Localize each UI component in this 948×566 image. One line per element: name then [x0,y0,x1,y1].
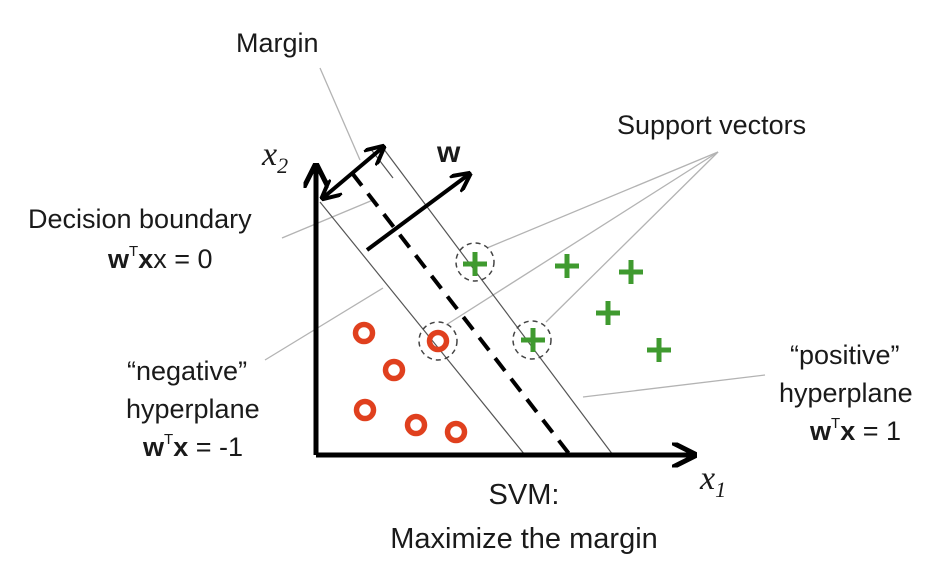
support-vector-ring [455,242,495,282]
positive-point [647,338,671,362]
caption-line-2: Maximize the margin [390,523,658,555]
negative-point [444,420,468,444]
x2-axis-label: x2 [261,136,288,178]
decision-boundary-line [350,171,572,457]
negative-hyperplane-equation: wTx = -1 [142,431,243,462]
decision-boundary-equation: wTxx = 0 [107,243,213,274]
negative-point [352,321,376,345]
leader-sv-2 [445,151,719,326]
positive-points [463,252,671,362]
w-vector-arrow [365,175,468,252]
w-vector-label: w [436,136,461,169]
positive-hyperplane-label: hyperplane [779,378,913,408]
leader-positive-hyperplane [582,374,766,398]
x1-axis-label: x1 [699,460,726,502]
negative-point [353,398,377,422]
negative-point [382,358,406,382]
leader-sv-3 [545,151,719,323]
decision-boundary-label: Decision boundary [28,204,252,234]
margin-label: Margin [236,28,319,58]
negative-quoted-label: “negative” [127,356,247,386]
positive-point [555,254,579,278]
negative-points [352,321,468,444]
leader-decision-boundary [281,199,374,239]
positive-point [596,301,620,325]
support-vector-ring [418,321,458,361]
leader-sv-1 [486,151,719,249]
positive-point [521,328,545,352]
negative-point [404,413,428,437]
margin-extension-line [369,147,394,179]
positive-point [619,260,643,284]
negative-point [426,329,450,353]
positive-hyperplane-equation: wTx = 1 [809,415,901,446]
leader-negative-hyperplane [264,287,384,361]
negative-hyperplane-label: hyperplane [126,394,260,424]
positive-point [463,252,487,276]
negative-hyperplane-line [319,201,526,456]
leader-margin [319,67,361,161]
positive-quoted-label: “positive” [790,340,900,370]
margin-arrow [324,148,382,197]
positive-hyperplane-line [382,147,614,456]
support-vector-ring [512,320,552,360]
support-vectors-label: Support vectors [617,110,806,140]
caption-line-1: SVM: [489,479,560,511]
